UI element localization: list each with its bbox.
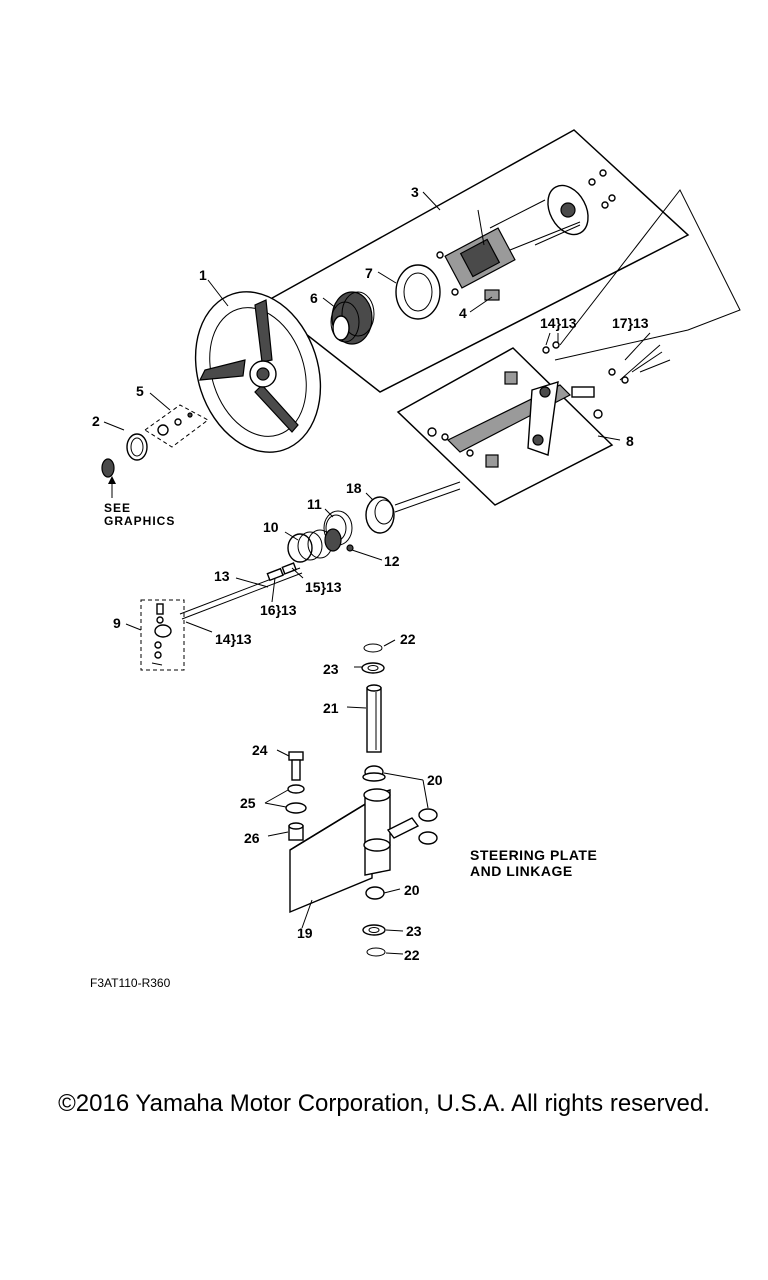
callout-13: 13	[214, 568, 230, 584]
section-title-line2: AND LINKAGE	[470, 863, 573, 879]
callout-25: 25	[240, 795, 256, 811]
helm-assembly	[436, 169, 616, 296]
see-graphics-line2: GRAPHICS	[104, 514, 175, 528]
part-23-bottom-washer	[362, 924, 386, 936]
part-18-nut	[365, 481, 461, 534]
part-2-hub-cap	[101, 433, 148, 498]
part-9-rod-end-kit	[140, 599, 185, 671]
copyright-notice: ©2016 Yamaha Motor Corporation, U.S.A. A…	[58, 1090, 710, 1117]
callout-8: 8	[626, 433, 634, 449]
part-21-pin	[366, 684, 382, 753]
callout-23-top: 23	[323, 661, 339, 677]
bolts-14-17	[608, 344, 671, 384]
callout-23-bottom: 23	[406, 923, 422, 939]
helm-assembly-box	[263, 129, 690, 393]
part-23-top-washer	[361, 662, 385, 674]
part-6-boot	[330, 291, 375, 345]
callout-6: 6	[310, 290, 318, 306]
callout-labels: 1 2 3 4 5 6 7 8 9 10 11 12 13 18 14}13 1…	[92, 184, 649, 963]
part-26-spacer	[288, 822, 304, 841]
callout-1: 1	[199, 267, 207, 283]
part-20-bushings	[362, 765, 438, 900]
callout-14-13-lower: 14}13	[215, 631, 252, 647]
part-13-cable	[179, 562, 303, 620]
part-22-top-clip	[363, 643, 383, 653]
callout-14-13-upper: 14}13	[540, 315, 577, 331]
part-10-boot	[287, 528, 342, 563]
callout-10: 10	[263, 519, 279, 535]
callout-7: 7	[365, 265, 373, 281]
callout-20-bottom: 20	[404, 882, 420, 898]
part-22-bottom-clip	[366, 947, 386, 957]
callout-15-13: 15}13	[305, 579, 342, 595]
callout-17-13: 17}13	[612, 315, 649, 331]
part-1-steering-wheel	[194, 291, 322, 453]
callout-22-top: 22	[400, 631, 416, 647]
callout-18: 18	[346, 480, 362, 496]
section-title-line1: STEERING PLATE	[470, 847, 597, 863]
callout-11: 11	[307, 496, 322, 512]
leader-lines	[103, 191, 651, 955]
callout-20-top: 20	[427, 772, 443, 788]
callout-3: 3	[411, 184, 419, 200]
part-24-bolt	[288, 751, 304, 781]
callout-4: 4	[459, 305, 467, 321]
callout-2: 2	[92, 413, 100, 429]
callout-22-bottom: 22	[404, 947, 420, 963]
callout-12: 12	[384, 553, 400, 569]
callout-19: 19	[297, 925, 313, 941]
tilt-bracket-assembly	[427, 341, 603, 468]
callout-16-13: 16}13	[260, 602, 297, 618]
callout-26: 26	[244, 830, 260, 846]
part-19-steering-plate	[289, 788, 420, 914]
callout-24: 24	[252, 742, 268, 758]
callout-9: 9	[113, 615, 121, 631]
callout-5: 5	[136, 383, 144, 399]
part-25-washers	[285, 784, 307, 814]
see-graphics-line1: SEE	[104, 501, 131, 515]
part-7-ring	[395, 264, 441, 320]
part-4-clip	[484, 289, 500, 301]
tilt-bracket-box	[396, 347, 614, 506]
callout-21: 21	[323, 700, 339, 716]
figure-code: F3AT110-R360	[90, 976, 171, 990]
part-5-nut-kit	[144, 404, 209, 448]
